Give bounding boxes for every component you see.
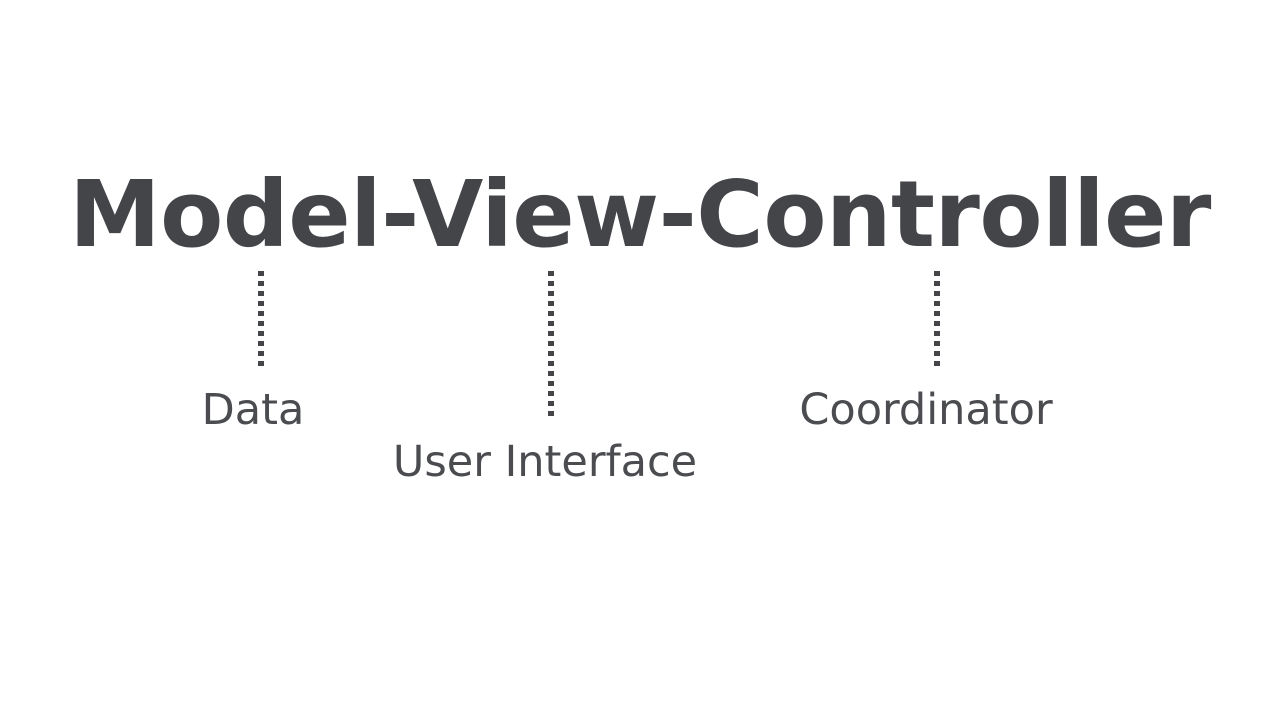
page-title: Model-View-Controller [69, 161, 1211, 268]
connector-line-model [258, 271, 264, 369]
caption-model: Data [201, 385, 305, 435]
caption-controller: Coordinator [799, 385, 1053, 435]
connector-line-view [548, 271, 554, 421]
caption-view: User Interface [392, 437, 698, 487]
connector-line-controller [934, 271, 940, 369]
